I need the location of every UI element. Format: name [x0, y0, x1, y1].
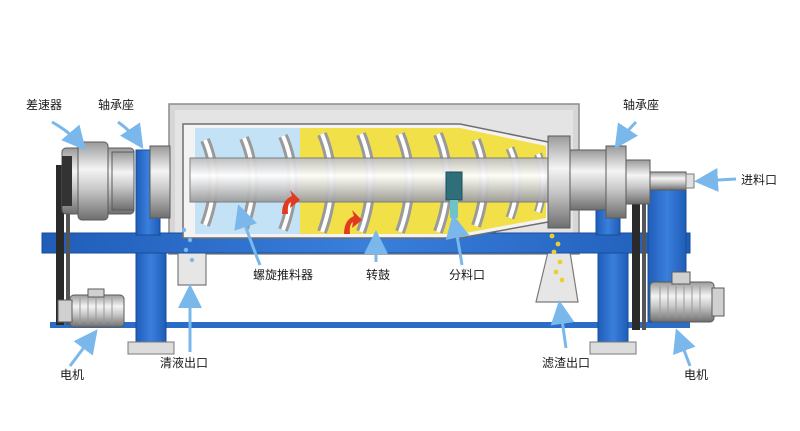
residue-particles: [549, 233, 565, 283]
pointer-arrows: [51, 120, 737, 367]
right-motor: [649, 271, 725, 323]
arrow-icon: [614, 120, 638, 149]
label-feed-inlet: 进料口: [741, 173, 778, 187]
label-screw-pusher: 螺旋推料器: [253, 268, 314, 282]
arrow-icon: [445, 214, 470, 266]
arrow-icon: [117, 120, 144, 149]
arrow-icon: [234, 204, 262, 266]
arrow-icon: [673, 328, 696, 367]
flow-arrow-icon: [282, 190, 300, 214]
arrow-icon: [68, 329, 98, 367]
label-bearing-left: 轴承座: [98, 98, 135, 112]
residue-outlet-chute: [535, 251, 579, 303]
right-bearing-housing: [605, 145, 627, 219]
liquid-drops: [181, 227, 195, 263]
liquid-outlet-chute: [177, 247, 207, 286]
left-bearing-housing: [149, 145, 171, 219]
left-motor: [57, 288, 125, 328]
label-bearing-right: 轴承座: [623, 98, 660, 112]
arrow-icon: [51, 120, 86, 151]
label-motor-left: 电机: [60, 368, 85, 382]
label-differential: 差速器: [26, 98, 63, 112]
feed-pipe: [649, 171, 687, 191]
distribution-chamber: [445, 171, 463, 201]
differential-gearbox: [61, 141, 135, 221]
arrow-icon: [694, 168, 737, 192]
screw-hub: [189, 157, 551, 203]
label-drum: 转鼓: [366, 268, 391, 282]
label-liquid-outlet: 清液出口: [160, 356, 209, 370]
arrow-icon: [550, 300, 575, 349]
label-residue-outlet: 滤渣出口: [542, 356, 591, 370]
label-distribution-port: 分料口: [449, 268, 486, 282]
flow-arrow-icon: [344, 210, 362, 234]
label-motor-right: 电机: [684, 368, 709, 382]
